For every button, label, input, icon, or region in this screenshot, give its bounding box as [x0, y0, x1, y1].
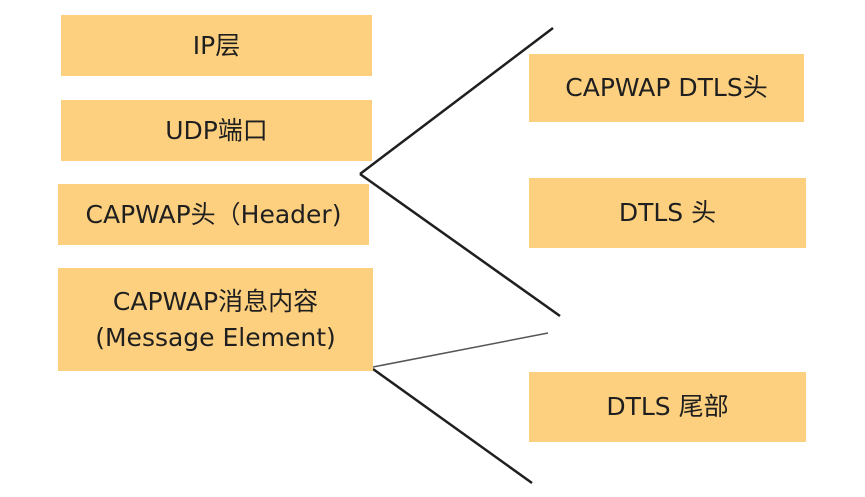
line-message-lower	[372, 367, 533, 485]
ip-layer-box: IP层	[61, 15, 372, 76]
udp-port-box: UDP端口	[61, 100, 372, 161]
line-capwap-lower	[359, 172, 561, 318]
capwap-header-box: CAPWAP头（Header)	[58, 184, 369, 245]
capwap-dtls-header-label: CAPWAP DTLS头	[565, 73, 768, 102]
capwap-message-label-line1: CAPWAP消息内容	[112, 286, 319, 316]
capwap-header-label: CAPWAP头（Header)	[85, 199, 342, 229]
dtls-trailer-label: DTLS 尾部	[606, 392, 729, 421]
line-message-upper	[372, 332, 549, 368]
capwap-message-label-line2: (Message Element)	[95, 322, 336, 352]
line-capwap-upper	[359, 27, 554, 175]
udp-port-label: UDP端口	[165, 115, 268, 145]
dtls-trailer-box: DTLS 尾部	[529, 372, 806, 442]
ip-layer-label: IP层	[192, 30, 241, 60]
dtls-header-label: DTLS 头	[618, 198, 717, 227]
capwap-dtls-header-box: CAPWAP DTLS头	[529, 54, 804, 122]
capwap-message-box: CAPWAP消息内容 (Message Element)	[58, 268, 373, 371]
dtls-header-box: DTLS 头	[529, 178, 806, 248]
